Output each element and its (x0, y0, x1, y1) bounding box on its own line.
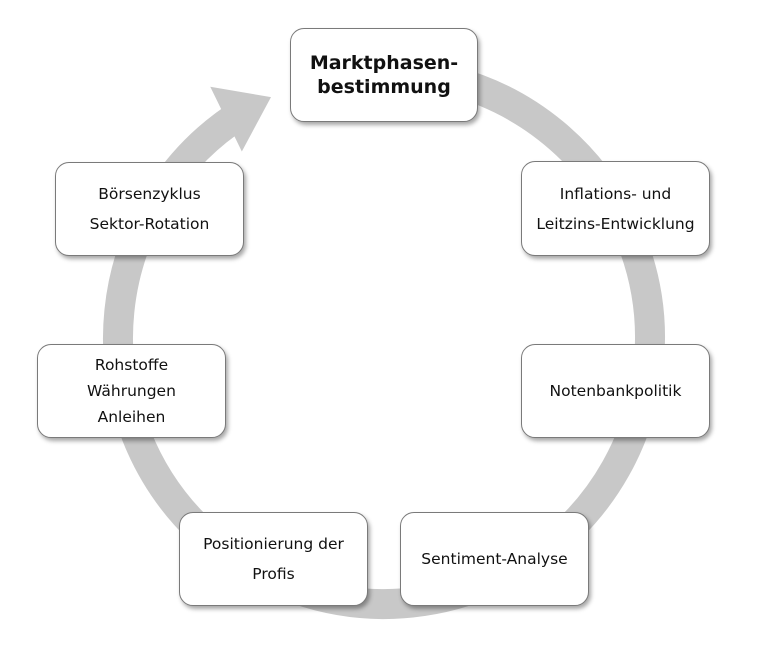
node-line: Börsenzyklus (98, 185, 201, 203)
node-notenbankpolitik: Notenbankpolitik (521, 344, 710, 438)
node-line: bestimmung (317, 76, 451, 98)
node-line: Profis (252, 565, 295, 583)
node-line: Leitzins-Entwicklung (536, 214, 695, 233)
node-line: Notenbankpolitik (549, 382, 682, 400)
node-positionierung-profis: Positionierung der Profis (179, 512, 368, 606)
node-line: Inflations- und (559, 184, 672, 203)
node-marktphasenbestimmung: Marktphasen- bestimmung (290, 28, 478, 122)
node-rohstoffe-waehrungen-anleihen: Rohstoffe Währungen Anleihen (37, 344, 226, 438)
node-boersenzyklus-sektor-rotation: Börsenzyklus Sektor-Rotation (55, 162, 244, 256)
node-inflation-leitzins: Inflations- und Leitzins-Entwicklung (521, 161, 710, 256)
node-line: Marktphasen- (309, 52, 459, 74)
node-line: Rohstoffe (94, 356, 169, 374)
node-line: Anleihen (97, 408, 166, 426)
arrow-head-icon (210, 86, 271, 152)
node-line: Sektor-Rotation (89, 215, 210, 233)
node-line: Währungen (87, 382, 176, 400)
node-line: Positionierung der (203, 535, 344, 553)
node-line: Sentiment-Analyse (421, 550, 568, 568)
node-sentiment-analyse: Sentiment-Analyse (400, 512, 589, 606)
